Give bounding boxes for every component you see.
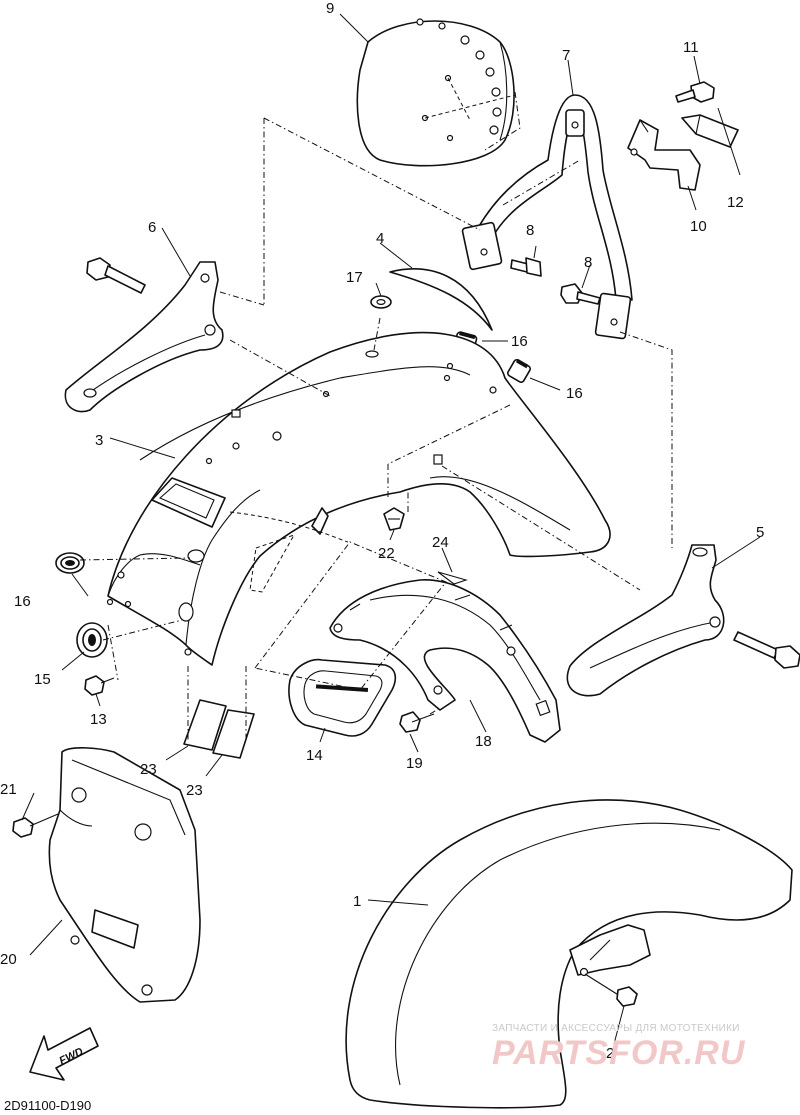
callout-5: 5 <box>756 524 764 541</box>
callout-10: 10 <box>690 218 707 235</box>
bracket-10 <box>627 119 701 191</box>
grommet-17 <box>370 295 392 309</box>
callout-15: 15 <box>34 671 51 688</box>
bolt-2 <box>584 973 638 1007</box>
callout-labels: 9 7 11 12 10 4 8 8 6 17 16 16 3 22 24 5 … <box>0 0 764 1062</box>
damper-16-right <box>507 358 531 383</box>
clip-22 <box>383 507 405 531</box>
backrest-pad-9 <box>356 18 516 167</box>
callout-22: 22 <box>378 545 395 562</box>
bolt-5 <box>733 631 800 669</box>
tape-24 <box>437 571 468 585</box>
callout-19: 19 <box>406 755 423 772</box>
rear-fender-3 <box>106 331 611 666</box>
grommet-15 <box>76 622 108 658</box>
callout-16-left: 16 <box>14 593 31 610</box>
bolt-13 <box>84 675 115 696</box>
bolt-8-left <box>510 257 542 277</box>
callout-6: 6 <box>148 219 156 236</box>
bolt-21 <box>12 813 59 838</box>
sticker-23-a <box>183 699 227 751</box>
callout-12: 12 <box>727 194 744 211</box>
inner-fender-18 <box>329 579 561 743</box>
front-fender-1 <box>345 799 793 1109</box>
fwd-arrow: FWD <box>29 1027 99 1081</box>
plate-12 <box>681 114 739 148</box>
bolt-6 <box>86 257 146 294</box>
watermark: ЗАПЧАСТИ И АКСЕССУАРЫ ДЛЯ МОТОТЕХНИКИ PA… <box>492 1023 746 1072</box>
callout-4: 4 <box>376 230 384 247</box>
sticker-23-b <box>212 709 255 759</box>
callout-14: 14 <box>306 747 323 764</box>
reflector-pad-14 <box>288 658 397 737</box>
leader-lines <box>21 13 761 1045</box>
cover-20 <box>48 747 201 1003</box>
callout-8-left: 8 <box>526 222 534 239</box>
callout-21: 21 <box>0 781 17 798</box>
side-bracket-5 <box>566 544 725 697</box>
callout-7: 7 <box>562 47 570 64</box>
callout-2: 2 <box>606 1045 614 1062</box>
callout-17: 17 <box>346 269 363 286</box>
callout-20: 20 <box>0 951 17 968</box>
callout-11: 11 <box>683 39 699 56</box>
callout-23-a: 23 <box>140 761 157 778</box>
diagram-code: 2D91100-D190 <box>4 1098 91 1113</box>
bolt-19 <box>399 711 435 733</box>
callout-23-b: 23 <box>186 782 203 799</box>
guard-strip-4 <box>389 268 493 331</box>
watermark-logo: PARTSFOR.RU <box>492 1034 746 1072</box>
watermark-tagline: ЗАПЧАСТИ И АКСЕССУАРЫ ДЛЯ МОТОТЕХНИКИ <box>492 1023 740 1034</box>
callout-13: 13 <box>90 711 107 728</box>
callout-3: 3 <box>95 432 103 449</box>
callout-18: 18 <box>475 733 492 750</box>
assembly-lines <box>79 91 673 742</box>
grommet-16-left <box>55 552 85 574</box>
callout-24: 24 <box>432 534 449 551</box>
callout-16-top: 16 <box>511 333 528 350</box>
callout-1: 1 <box>353 893 361 910</box>
backrest-bar-7 <box>461 94 633 340</box>
callout-8-right: 8 <box>584 254 592 271</box>
bolt-11 <box>675 81 715 103</box>
callout-9: 9 <box>326 0 334 17</box>
bolt-8-right <box>560 283 601 305</box>
side-bracket-6 <box>64 261 224 413</box>
callout-16-right: 16 <box>566 385 583 402</box>
